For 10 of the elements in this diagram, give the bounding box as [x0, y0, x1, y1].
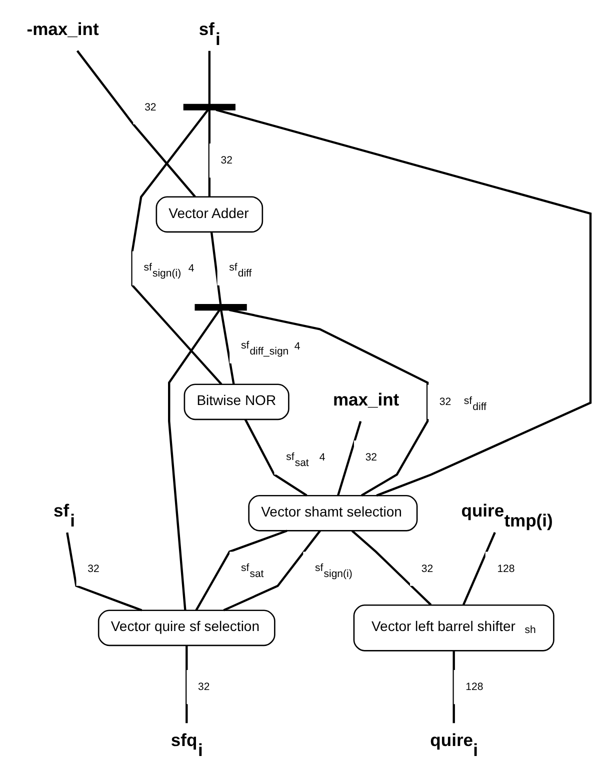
edge-label: 128 [496, 562, 514, 575]
edge-label: 32 [87, 562, 99, 575]
edge-label: 32 [364, 452, 377, 464]
edge-label: 32 [198, 681, 210, 694]
edge-label: 32 [420, 562, 433, 575]
node-text: -max_int [26, 18, 98, 39]
edge-label: 32 [220, 154, 232, 167]
node-text: max_int [332, 389, 399, 410]
edge-label: 128 [465, 681, 483, 694]
edge-label: 32 [144, 101, 156, 114]
